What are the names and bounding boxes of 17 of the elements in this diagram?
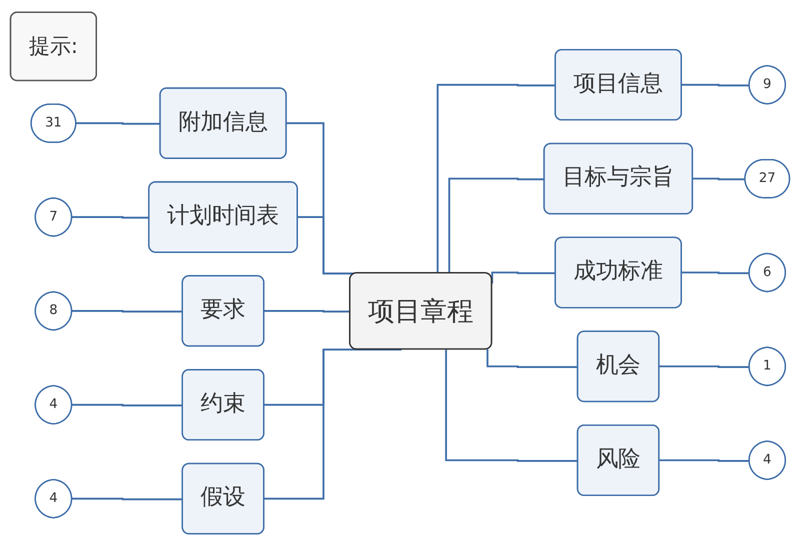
connector <box>658 459 750 462</box>
connector <box>71 216 150 219</box>
connector <box>448 178 545 274</box>
connector <box>71 498 183 500</box>
connector <box>491 272 556 284</box>
connector <box>75 122 161 125</box>
connector <box>692 178 746 180</box>
connector <box>71 404 183 406</box>
connector <box>658 365 750 368</box>
connector <box>71 310 183 312</box>
connector <box>680 84 750 86</box>
connector <box>263 310 350 312</box>
connector <box>445 350 578 462</box>
connector <box>680 272 750 274</box>
connector <box>263 348 402 500</box>
connector <box>436 84 556 274</box>
connector <box>486 349 578 368</box>
